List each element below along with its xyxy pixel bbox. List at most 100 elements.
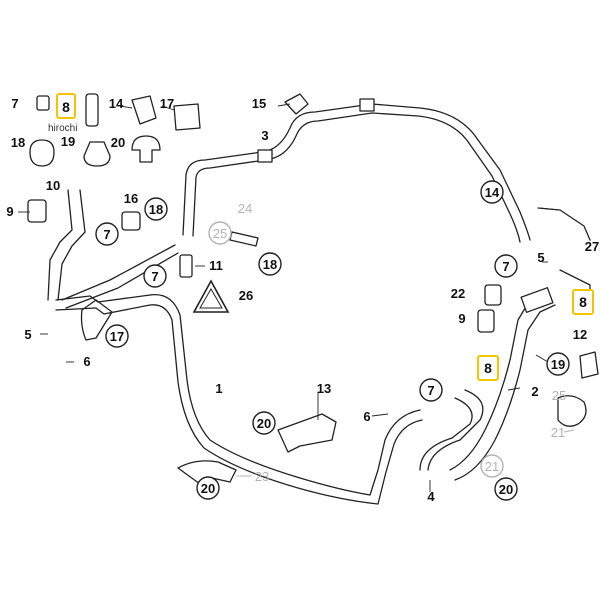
callout-5-left: 5 xyxy=(24,327,31,342)
callout-16: 16 xyxy=(124,191,138,206)
bracket-17 xyxy=(80,299,113,341)
callout-24-gray: 24 xyxy=(238,201,252,216)
callout-4: 4 xyxy=(427,489,435,504)
hose-right-2 xyxy=(449,294,556,481)
clip-19 xyxy=(579,351,599,379)
clip-17-top xyxy=(173,103,201,131)
callout-18-circle-a: 18 xyxy=(144,197,168,221)
callout-20-plain: 20 xyxy=(111,135,125,150)
callout-15: 15 xyxy=(252,96,266,111)
svg-text:7: 7 xyxy=(103,227,110,242)
callout-26: 26 xyxy=(239,288,253,303)
svg-text:20: 20 xyxy=(499,482,513,497)
svg-text:20: 20 xyxy=(257,416,271,431)
callout-20-circle-c: 20 xyxy=(494,477,518,501)
callout-27: 27 xyxy=(585,239,599,254)
callout-7-circle-d: 7 xyxy=(419,378,443,402)
callout-8-highlight-b: 8 xyxy=(572,289,594,315)
pipe-drawings xyxy=(27,93,599,505)
callout-7-circle-b: 7 xyxy=(143,264,167,288)
hose-right-lower xyxy=(419,389,484,471)
svg-text:18: 18 xyxy=(149,202,163,217)
callout-7-circle-a: 7 xyxy=(95,222,119,246)
callout-8-highlight-c: 8 xyxy=(477,355,499,381)
svg-text:25: 25 xyxy=(213,226,227,241)
callout-14-plain: 14 xyxy=(109,96,124,111)
svg-text:20: 20 xyxy=(201,481,215,496)
callout-18-plain: 18 xyxy=(11,135,25,150)
svg-text:7: 7 xyxy=(151,269,158,284)
sensor-9 xyxy=(27,199,47,223)
callout-19-plain: 19 xyxy=(61,134,75,149)
callouts: 1 2 3 4 5 5 6 6 7 7 7 7 7 8 xyxy=(6,93,599,504)
grommet-19 xyxy=(83,141,111,167)
bolt-7 xyxy=(36,95,50,111)
svg-text:8: 8 xyxy=(579,294,587,310)
hose-clamp-right xyxy=(520,287,554,313)
pipe-main-line-1 xyxy=(149,294,421,496)
pipe-upper-line xyxy=(182,103,531,241)
callout-20-circle-b: 20 xyxy=(196,476,220,500)
callout-17-circle: 17 xyxy=(105,324,129,348)
callout-14-circle: 14 xyxy=(480,180,504,204)
callout-7-circle-c: 7 xyxy=(494,254,518,278)
callout-11: 11 xyxy=(209,258,223,273)
sensor-22 xyxy=(484,284,502,306)
callout-1: 1 xyxy=(215,381,222,396)
callout-21-gray-circle: 21 xyxy=(480,454,504,478)
warning-triangle-icon xyxy=(192,279,230,313)
callout-7-plain: 7 xyxy=(11,96,18,111)
pipe-coupling-top xyxy=(359,98,375,112)
svg-text:18: 18 xyxy=(263,257,277,272)
pipe-left-lower xyxy=(55,294,151,315)
callout-12: 12 xyxy=(573,327,587,342)
grommet-18 xyxy=(29,139,55,167)
clip-21 xyxy=(557,395,587,427)
callout-18-circle-b: 18 xyxy=(258,252,282,276)
callout-25-gray: 25 xyxy=(552,388,566,403)
valve-11 xyxy=(179,254,193,278)
svg-text:19: 19 xyxy=(551,357,565,372)
fitting-24 xyxy=(229,231,259,247)
callout-9-left: 9 xyxy=(6,204,13,219)
svg-text:7: 7 xyxy=(502,259,509,274)
callout-10: 10 xyxy=(46,178,60,193)
callout-25-gray-circle: 25 xyxy=(208,221,232,245)
leader-lines xyxy=(18,103,575,492)
svg-text:8: 8 xyxy=(484,360,492,376)
pipe-left-line xyxy=(47,189,86,301)
bolt-8 xyxy=(85,93,99,127)
callout-19-circle: 19 xyxy=(546,352,570,376)
cap-20 xyxy=(131,135,161,163)
bracket-23 xyxy=(177,460,237,485)
callout-23-gray: 23 xyxy=(255,469,269,484)
callout-13: 13 xyxy=(317,381,331,396)
pipe-main-line-1-inner xyxy=(149,304,423,505)
svg-text:14: 14 xyxy=(485,185,500,200)
svg-text:7: 7 xyxy=(427,383,434,398)
pipe-left-cross xyxy=(61,244,179,309)
pipe-coupling xyxy=(257,149,273,163)
valve-16 xyxy=(121,211,141,231)
svg-text:21: 21 xyxy=(485,459,499,474)
watermark-text: hirochi xyxy=(48,123,77,134)
callout-22: 22 xyxy=(451,286,465,301)
svg-text:8: 8 xyxy=(62,99,70,115)
svg-text:17: 17 xyxy=(110,329,124,344)
callout-6-left: 6 xyxy=(83,354,90,369)
clip-14-top xyxy=(131,95,157,125)
bracket-13 xyxy=(277,413,337,453)
callout-20-circle-a: 20 xyxy=(252,411,276,435)
callout-5-right: 5 xyxy=(537,250,544,265)
callout-8-highlight-a: 8 xyxy=(56,93,76,119)
bracket-12 xyxy=(537,207,591,301)
callout-3: 3 xyxy=(261,128,268,143)
sensor-9-right xyxy=(477,309,495,333)
callout-21-gray: 21 xyxy=(551,425,565,440)
callout-17-plain: 17 xyxy=(160,96,174,111)
callout-9-right: 9 xyxy=(458,311,465,326)
callout-2: 2 xyxy=(531,384,538,399)
pipe-upper-line-inner xyxy=(192,112,521,243)
bracket-15 xyxy=(284,93,309,115)
